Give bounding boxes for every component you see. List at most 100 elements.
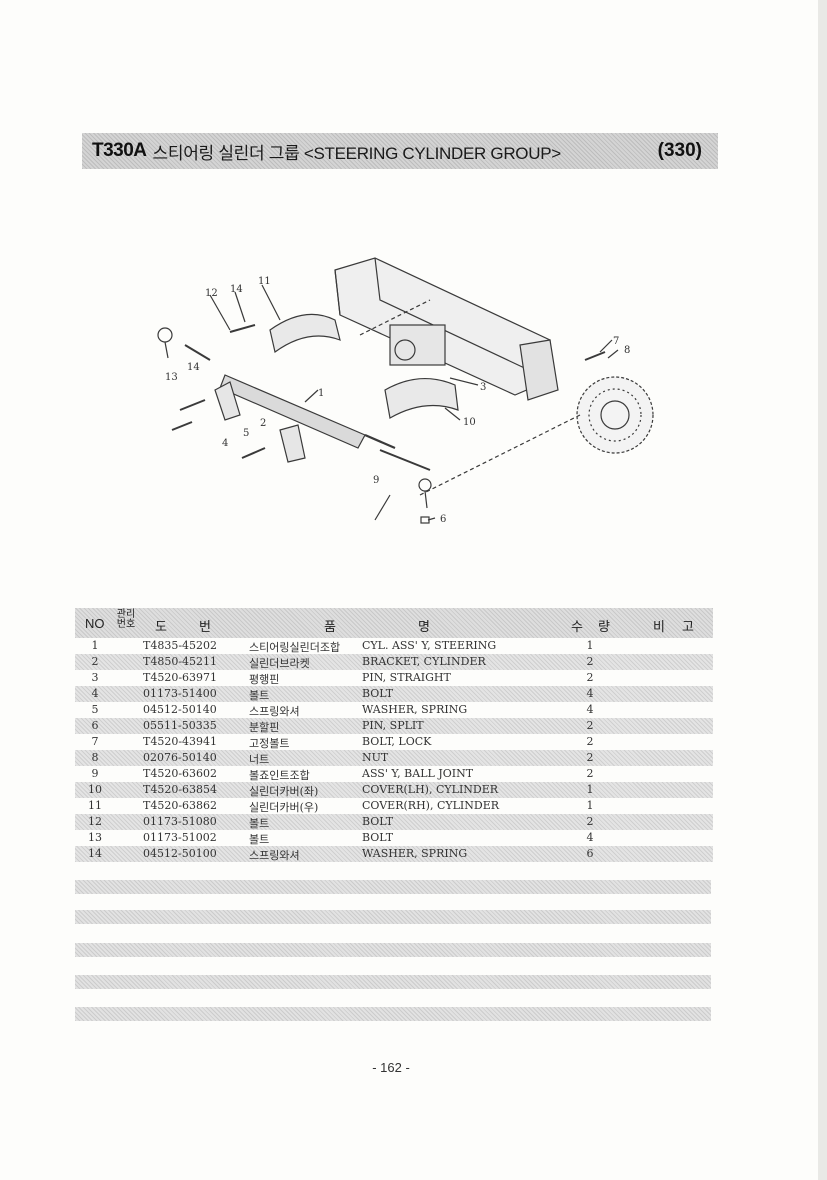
callout-2: 2 (260, 418, 266, 429)
row-part-number: 01173-51400 (143, 687, 217, 700)
header-remarks-2: 고 (682, 619, 694, 634)
row-korean-name: 실린더브라켓 (249, 657, 310, 670)
callout-8: 8 (624, 345, 630, 356)
row-part-number: T4520-43941 (143, 735, 218, 748)
row-no: 4 (91, 687, 99, 700)
row-no: 10 (88, 783, 102, 796)
header-mgmt: 관리 번호 (116, 609, 136, 630)
row-quantity: 1 (586, 639, 594, 652)
row-korean-name: 볼죠인트조합 (249, 769, 310, 782)
row-korean-name: 실린더카버(우) (249, 801, 319, 814)
blank-row (75, 943, 711, 957)
row-quantity: 2 (586, 767, 594, 780)
row-english-name: CYL. ASS' Y, STEERING (362, 639, 497, 652)
row-part-number: 01173-51002 (143, 831, 217, 844)
row-english-name: ASS' Y, BALL JOINT (362, 767, 474, 780)
row-korean-name: 볼트 (249, 817, 270, 830)
row-no: 11 (88, 799, 102, 812)
row-quantity: 4 (586, 703, 594, 716)
row-part-number: T4835-45202 (143, 639, 218, 652)
row-korean-name: 분할핀 (249, 721, 280, 734)
blank-row (75, 975, 711, 989)
row-english-name: BRACKET, CYLINDER (362, 655, 486, 668)
section-number: (330) (657, 140, 702, 161)
row-quantity: 2 (586, 815, 594, 828)
callout-9: 9 (373, 475, 379, 486)
table-row: 11 T4520-63862 실린더카버(우) COVER(RH), CYLINDER… (75, 798, 713, 814)
row-part-number: 02076-50140 (143, 751, 217, 764)
callout-10: 10 (463, 417, 476, 428)
page-edge (818, 0, 827, 1180)
row-quantity: 4 (586, 687, 594, 700)
row-quantity: 1 (586, 799, 594, 812)
section-title: 스티어링 실린더 그룹 <STEERING CYLINDER GROUP> (152, 143, 562, 163)
row-quantity: 1 (586, 783, 594, 796)
table-row: 9 T4520-63602 볼죠인트조합 ASS' Y, BALL JOINT 2 (75, 766, 713, 782)
row-korean-name: 실린더카버(좌) (249, 785, 319, 798)
row-english-name: COVER(RH), CYLINDER (362, 799, 500, 812)
row-korean-name: 볼트 (249, 689, 270, 702)
callout-14: 14 (230, 284, 243, 295)
row-quantity: 2 (586, 671, 594, 684)
callout-7: 7 (613, 336, 619, 347)
row-part-number: 01173-51080 (143, 815, 217, 828)
header-no: NO (85, 616, 105, 631)
row-no: 9 (91, 767, 99, 780)
callout-6: 6 (440, 514, 446, 525)
row-quantity: 2 (586, 655, 594, 668)
blank-row (75, 880, 711, 894)
row-no: 5 (91, 703, 99, 716)
blank-row (75, 910, 711, 924)
row-english-name: BOLT, LOCK (362, 735, 432, 748)
row-quantity: 2 (586, 719, 594, 732)
callout-4: 4 (222, 438, 228, 449)
row-korean-name: 스티어링실린더조합 (249, 641, 341, 654)
exploded-parts-diagram: 11 14 12 14 13 1 2 3 5 4 10 9 6 7 8 (157, 257, 654, 525)
parts-table: NO 관리 번호 도 번 품 명 수 량 비 고 1 T4835-45202 스티어… (75, 608, 713, 862)
row-no: 7 (91, 735, 99, 748)
row-english-name: WASHER, SPRING (362, 847, 468, 860)
row-korean-name: 스프링와셔 (249, 849, 300, 862)
table-header: NO 관리 번호 도 번 품 명 수 량 비 고 (75, 608, 713, 638)
table-row: 1 T4835-45202 스티어링실린더조합 CYL. ASS' Y, STEERI… (75, 638, 713, 654)
row-english-name: COVER(LH), CYLINDER (362, 783, 499, 796)
header-name-2: 명 (418, 619, 430, 634)
row-english-name: BOLT (362, 831, 394, 844)
row-part-number: T4520-63862 (143, 799, 218, 812)
row-part-number: 05511-50335 (143, 719, 217, 732)
section-title-bar: T330A 스티어링 실린더 그룹 <STEERING CYLINDER GRO… (82, 133, 718, 169)
row-no: 13 (88, 831, 102, 844)
row-no: 1 (91, 639, 99, 652)
header-drawing-2: 번 (199, 619, 211, 634)
callout-3: 3 (480, 382, 486, 393)
row-part-number: T4520-63971 (143, 671, 218, 684)
row-no: 3 (91, 671, 99, 684)
row-english-name: PIN, STRAIGHT (362, 671, 451, 684)
header-drawing-1: 도 (155, 619, 167, 634)
blank-row (75, 1007, 711, 1021)
row-quantity: 4 (586, 831, 594, 844)
callout-11: 11 (258, 276, 271, 287)
row-no: 6 (91, 719, 99, 732)
row-korean-name: 고정볼트 (249, 737, 290, 750)
row-part-number: T4520-63602 (143, 767, 218, 780)
row-english-name: WASHER, SPRING (362, 703, 468, 716)
row-english-name: PIN, SPLIT (362, 719, 424, 732)
callout-12: 12 (205, 288, 218, 299)
callout-1: 1 (318, 388, 324, 399)
table-row: 4 01173-51400 볼트 BOLT 4 (75, 686, 713, 702)
table-body: 1 T4835-45202 스티어링실린더조합 CYL. ASS' Y, STEERI… (75, 638, 713, 862)
row-korean-name: 스프링와셔 (249, 705, 300, 718)
callout-13: 13 (165, 372, 178, 383)
callout-14b: 14 (187, 362, 200, 373)
table-row: 6 05511-50335 분할핀 PIN, SPLIT 2 (75, 718, 713, 734)
row-quantity: 2 (586, 751, 594, 764)
row-no: 2 (91, 655, 99, 668)
row-english-name: BOLT (362, 687, 394, 700)
